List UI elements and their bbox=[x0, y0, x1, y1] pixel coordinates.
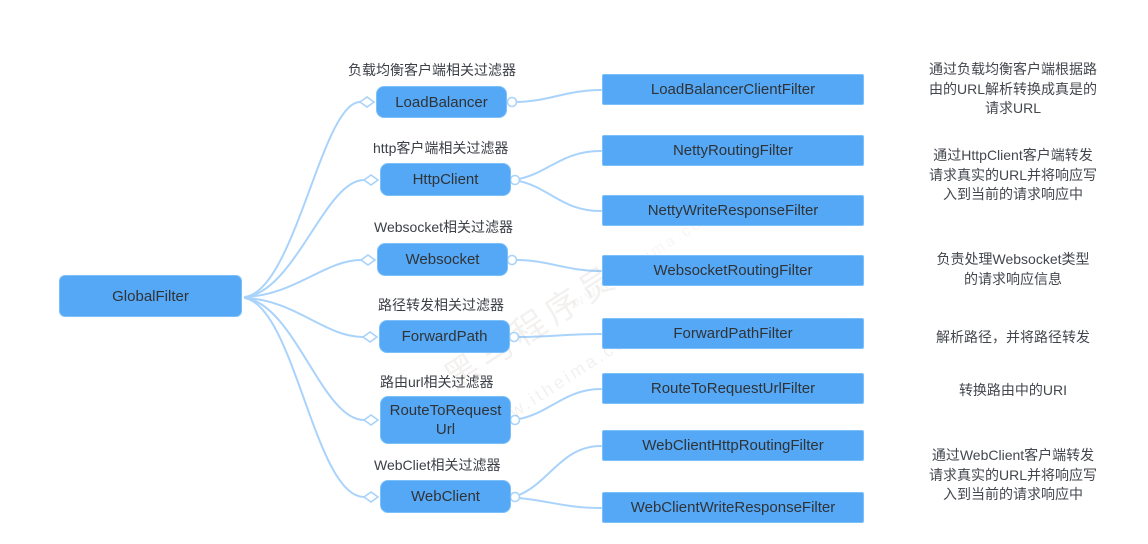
connector bbox=[244, 259, 362, 298]
description-line: 解析路径，并将路径转发 bbox=[936, 329, 1090, 345]
branch-diamond-icon[interactable] bbox=[362, 491, 380, 503]
description-line: 通过WebClient客户端转发 bbox=[931, 447, 1095, 463]
description-line: 由的URL解析转换成真是的 bbox=[928, 80, 1097, 97]
branch-diamond-icon[interactable] bbox=[358, 96, 376, 108]
category-label-loadbalancer: 负载均衡客户端相关过滤器 bbox=[348, 62, 516, 78]
branch-diamond-icon[interactable] bbox=[359, 254, 377, 266]
connector bbox=[518, 180, 602, 212]
connector bbox=[244, 297, 364, 338]
branch-diamond-icon[interactable] bbox=[362, 414, 380, 426]
description-line: 通过HttpClient客户端转发 bbox=[933, 147, 1093, 163]
node-globalfilter[interactable]: GlobalFilter bbox=[59, 275, 242, 317]
connector bbox=[244, 101, 361, 298]
connector bbox=[518, 497, 602, 509]
branch-circle-icon[interactable] bbox=[506, 254, 518, 266]
branch-circle-icon[interactable] bbox=[506, 96, 518, 108]
node-nettyroutingfilter[interactable]: NettyRoutingFilter bbox=[602, 135, 864, 166]
connector bbox=[514, 89, 602, 103]
description-httpclient: 通过HttpClient客户端转发 请求真实的URL并将响应写 入到当前的请求响… bbox=[878, 146, 1148, 205]
category-label-forwardpath: 路径转发相关过滤器 bbox=[378, 297, 504, 313]
description-line: 转换路由中的URI bbox=[958, 382, 1068, 398]
description-forwardpath: 解析路径，并将路径转发 bbox=[878, 328, 1148, 348]
node-loadbalancer[interactable]: LoadBalancer bbox=[376, 86, 507, 118]
node-nettywriteresponsefilter[interactable]: NettyWriteResponseFilter bbox=[602, 195, 864, 226]
node-webclient[interactable]: WebClient bbox=[380, 480, 511, 513]
description-line: 请求URL bbox=[984, 100, 1041, 116]
node-forwardpathfilter[interactable]: ForwardPathFilter bbox=[602, 318, 864, 349]
description-routetorequesturl: 转换路由中的URI bbox=[878, 381, 1148, 401]
branch-diamond-icon[interactable] bbox=[361, 331, 379, 343]
connector bbox=[518, 445, 602, 496]
node-httpclient[interactable]: HttpClient bbox=[380, 163, 511, 196]
category-label-websocket: Websocket相关过滤器 bbox=[374, 219, 513, 235]
category-label-webclient: WebCliet相关过滤器 bbox=[374, 457, 501, 473]
branch-circle-icon[interactable] bbox=[509, 174, 521, 186]
node-forwardpath[interactable]: ForwardPath bbox=[379, 320, 510, 353]
category-label-routetorequesturl: 路由url相关过滤器 bbox=[380, 374, 494, 390]
connector bbox=[518, 150, 602, 180]
node-websocket[interactable]: Websocket bbox=[377, 243, 508, 276]
connector bbox=[244, 179, 365, 298]
node-routetorequesturlfilter[interactable]: RouteToRequestUrlFilter bbox=[602, 373, 864, 404]
branch-circle-icon[interactable] bbox=[509, 414, 521, 426]
description-line: 入到当前的请求响应中 bbox=[943, 486, 1083, 502]
description-line: 负责处理Websocket类型 bbox=[936, 251, 1090, 267]
connector bbox=[244, 297, 365, 498]
node-loadbalancerclientfilter[interactable]: LoadBalancerClientFilter bbox=[602, 74, 864, 105]
category-label-httpclient: http客户端相关过滤器 bbox=[373, 140, 509, 156]
node-websocketroutingfilter[interactable]: WebsocketRoutingFilter bbox=[602, 255, 864, 286]
description-loadbalancer: 通过负载均衡客户端根据路 由的URL解析转换成真是的 请求URL bbox=[878, 60, 1148, 119]
description-line: 请求真实的URL并将响应写 bbox=[928, 166, 1097, 183]
connector bbox=[244, 297, 365, 421]
connector bbox=[518, 388, 602, 420]
description-websocket: 负责处理Websocket类型 的请求响应信息 bbox=[878, 250, 1148, 289]
description-line: 的请求响应信息 bbox=[964, 270, 1062, 287]
branch-circle-icon[interactable] bbox=[508, 331, 520, 343]
branch-circle-icon[interactable] bbox=[509, 491, 521, 503]
node-routetorequesturl[interactable]: RouteToRequestUrl bbox=[380, 396, 511, 444]
connector bbox=[515, 259, 602, 272]
description-line: 请求真实的URL并将响应写 bbox=[928, 466, 1097, 483]
branch-diamond-icon[interactable] bbox=[362, 174, 380, 186]
description-line: 入到当前的请求响应中 bbox=[943, 186, 1083, 202]
node-label: RouteToRequestUrl bbox=[389, 402, 502, 438]
node-webclientwriteresponsefilter[interactable]: WebClientWriteResponseFilter bbox=[602, 492, 864, 523]
connector bbox=[517, 333, 602, 338]
node-webclienthttproutingfilter[interactable]: WebClientHttpRoutingFilter bbox=[602, 430, 864, 461]
description-line: 通过负载均衡客户端根据路 bbox=[929, 61, 1097, 77]
description-webclient: 通过WebClient客户端转发 请求真实的URL并将响应写 入到当前的请求响应… bbox=[878, 446, 1148, 505]
